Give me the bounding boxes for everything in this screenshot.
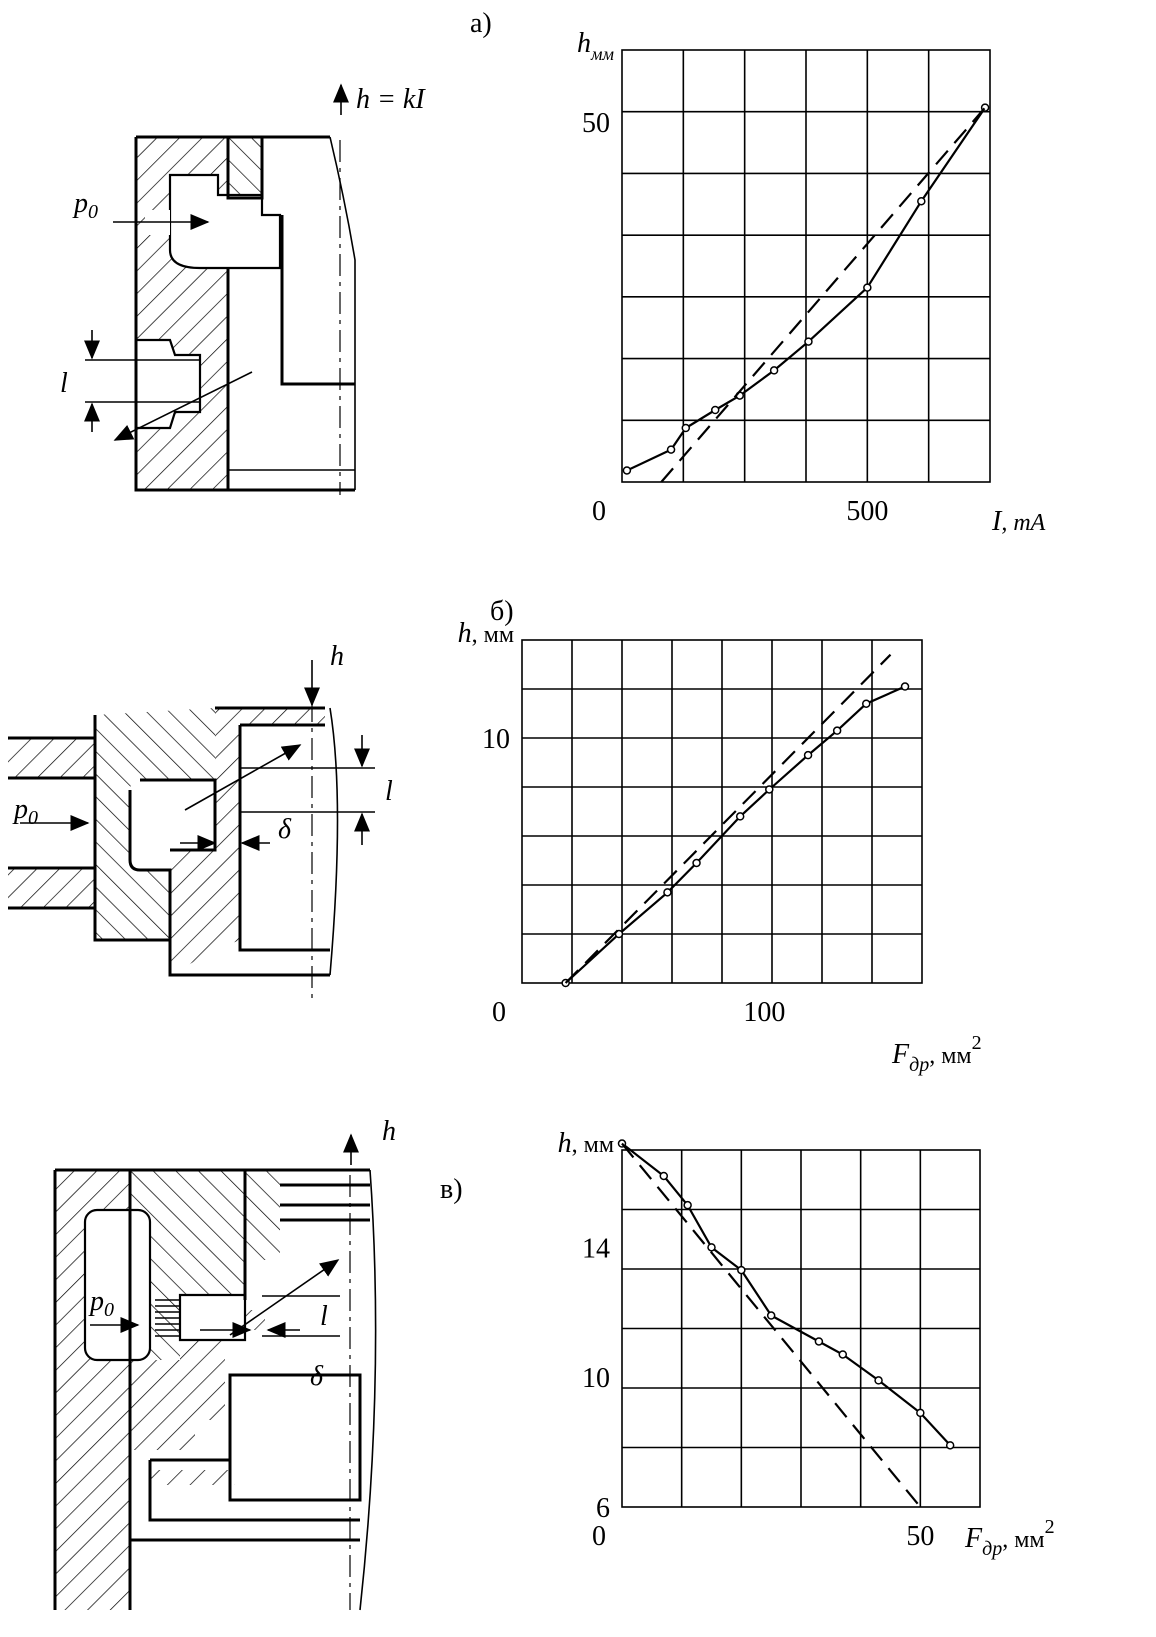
chart-c-point	[838, 1350, 848, 1359]
chart-a-point	[666, 445, 676, 454]
panel-b-h-label: h	[330, 641, 344, 672]
panel-a-mechanism	[84, 83, 356, 495]
panel-c-l-label: l	[320, 1301, 328, 1332]
panel-a-formula: h = kI	[356, 84, 426, 115]
chart-a-series-dash	[660, 106, 986, 483]
chart-a-point	[622, 466, 632, 475]
panel-a-p0-label: p0	[72, 188, 98, 223]
chart-c-point	[945, 1441, 955, 1450]
panel-b-l-label: l	[385, 776, 393, 807]
panel-c-label: в)	[440, 1174, 463, 1205]
chart-a-xlabel: I, mA	[991, 506, 1046, 537]
chart-b-origin-label: 0	[492, 997, 506, 1028]
chart-b-point	[692, 858, 701, 868]
chart-c-point	[707, 1243, 716, 1252]
chart-a-xtick-label: 500	[846, 496, 888, 527]
chart-a-point	[769, 366, 779, 375]
panel-b-p0-label: p0	[12, 794, 38, 829]
panel-c-mechanism	[53, 1133, 377, 1611]
chart-b-point	[735, 812, 745, 821]
panel-b-mechanism	[8, 660, 375, 1000]
chart-c-point	[737, 1265, 746, 1275]
chart-b-point	[663, 888, 672, 897]
chart-a-ylabel: hмм	[577, 28, 614, 64]
chart-c-point	[766, 1311, 776, 1320]
chart-c-xtick-label: 50	[906, 1521, 934, 1552]
chart-c-origin-label: 0	[592, 1521, 606, 1552]
chart-b-point	[765, 785, 774, 794]
chart-c: 0 50 14 10 6 h, мм Fдр, мм2	[558, 1128, 1055, 1560]
chart-a-origin-label: 0	[592, 496, 606, 527]
chart-c-point	[916, 1408, 925, 1418]
chart-a-point	[681, 423, 691, 433]
chart-c-ylabel: h, мм	[558, 1128, 614, 1159]
chart-b-xlabel: Fдр, мм2	[891, 1032, 982, 1076]
chart-b-point	[803, 750, 813, 760]
chart-c-ytick-label: 14	[582, 1233, 610, 1264]
chart-b-ytick-label: 10	[482, 724, 510, 755]
chart-b-series-dash	[564, 653, 892, 984]
panel-b-delta-label: δ	[278, 814, 292, 845]
panel-a-l-label: l	[60, 368, 68, 399]
chart-b-point	[861, 699, 871, 708]
panel-a-label: а)	[470, 8, 492, 39]
chart-c-point	[874, 1376, 883, 1385]
chart-b-point	[900, 682, 910, 691]
chart-b-series-solid	[564, 685, 906, 984]
chart-b-point	[832, 726, 842, 735]
chart-c-series-dash	[621, 1142, 922, 1508]
chart-a-series-solid	[626, 106, 987, 472]
panel-c-h-label: h	[382, 1116, 396, 1147]
chart-a-point	[863, 283, 872, 292]
chart-b-xtick-label: 100	[743, 997, 785, 1028]
chart-b-ylabel: h, мм	[458, 618, 514, 649]
chart-c-ytick-label: 10	[582, 1363, 610, 1394]
chart-b: 0 100 10 h, мм Fдр, мм2	[458, 618, 982, 1076]
chart-c-ytick-label: 6	[596, 1493, 610, 1524]
chart-c-xlabel: Fдр, мм2	[964, 1516, 1055, 1560]
chart-c-series-solid	[621, 1142, 952, 1447]
chart-c-point	[683, 1200, 692, 1210]
chart-a: 0 500 50 hмм I, mA	[577, 28, 1046, 537]
chart-a-point	[710, 405, 720, 415]
panel-c-p0-label: p0	[88, 1286, 114, 1321]
chart-a-point	[804, 337, 813, 346]
panel-b-label: б)	[490, 596, 514, 627]
chart-c-point	[814, 1337, 824, 1346]
chart-a-ytick-label: 50	[582, 108, 610, 139]
chart-a-point	[917, 196, 926, 206]
chart-c-point	[659, 1171, 669, 1181]
panel-c-delta-label: δ	[310, 1361, 324, 1392]
